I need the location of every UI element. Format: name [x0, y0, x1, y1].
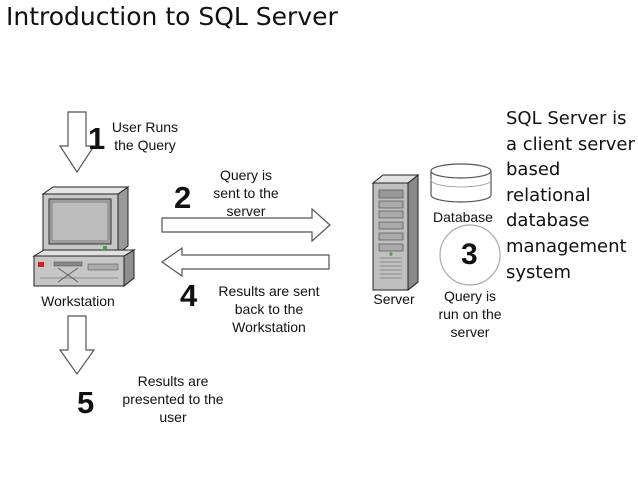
page-title: Introduction to SQL Server — [6, 2, 338, 31]
database-cylinder-icon — [430, 163, 492, 203]
server-tower-icon — [371, 173, 420, 292]
arrow-right-2 — [161, 207, 331, 243]
step-1-number: 1 — [88, 121, 106, 156]
workstation-computer-icon — [32, 186, 136, 288]
arrow-down-5 — [58, 315, 96, 376]
step-2-number: 2 — [174, 180, 192, 215]
step-3-circle — [439, 224, 501, 286]
step-4-text: Results are sent back to the Workstation — [218, 283, 320, 335]
step-5-text: Results are presented to the user — [122, 373, 224, 425]
step-5-number: 5 — [77, 385, 95, 420]
step-1-text: User Runs the Query — [111, 119, 179, 153]
step-2-text: Query is sent to the server — [213, 167, 279, 219]
step-3-number: 3 — [461, 238, 478, 271]
database-label: Database — [433, 209, 493, 225]
workstation-label: Workstation — [41, 293, 115, 309]
arrow-left-4 — [160, 246, 330, 278]
arrow-down-1 — [58, 111, 96, 174]
step-4-number: 4 — [180, 278, 198, 313]
step-3-text: Query is run on the server — [438, 288, 502, 340]
server-label: Server — [373, 291, 415, 307]
side-note: SQL Server is a client server based rela… — [506, 108, 635, 283]
